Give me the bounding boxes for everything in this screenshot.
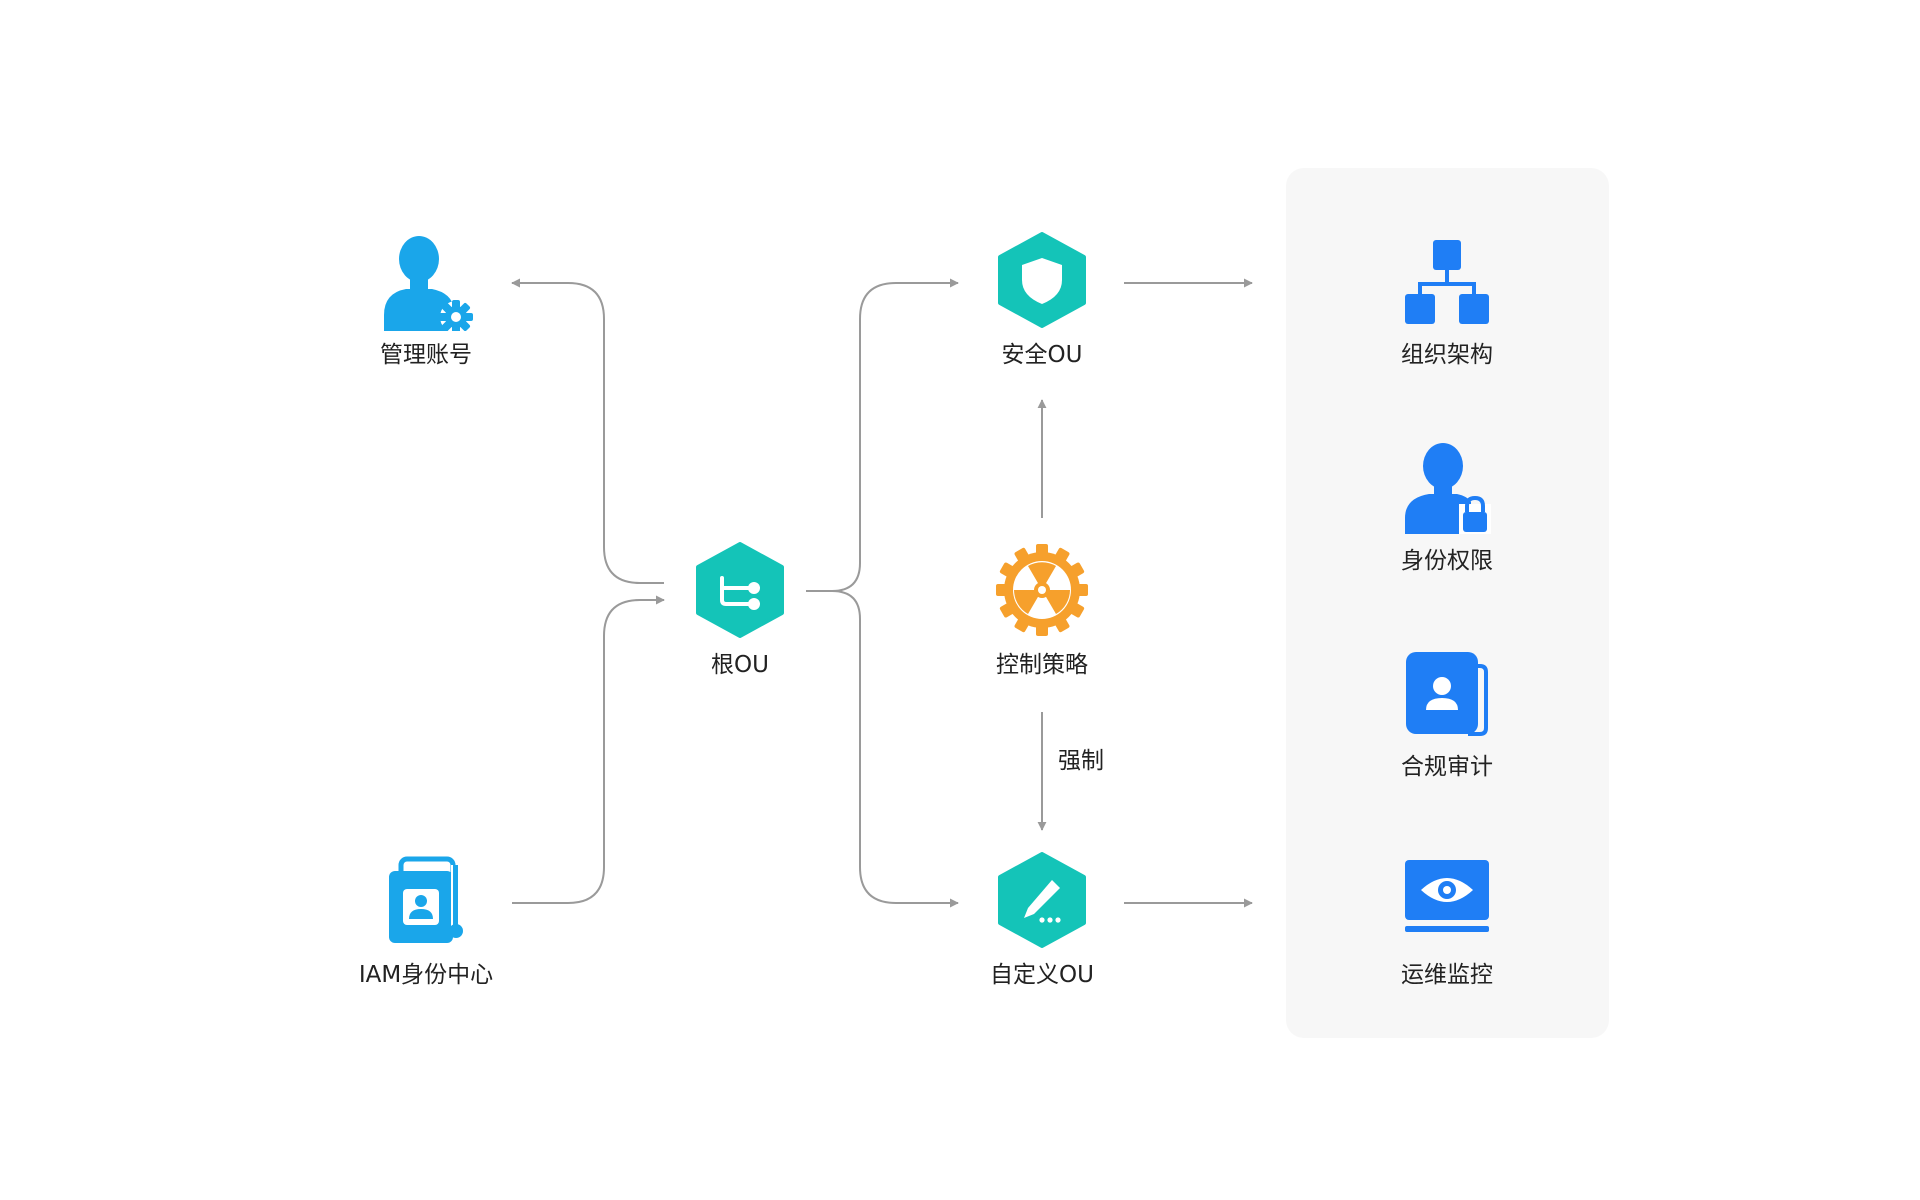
node-security-ou[interactable]: 安全OU <box>942 232 1142 377</box>
security-ou-label: 安全OU <box>1001 342 1083 368</box>
compliance-audit-label: 合规审计 <box>1401 754 1493 780</box>
identity-permission-label: 身份权限 <box>1401 548 1493 574</box>
root-ou-label: 根OU <box>711 652 769 678</box>
root-ou-branch-icon <box>696 542 784 638</box>
admin-user-icon <box>384 236 473 331</box>
node-identity-permission[interactable]: 身份权限 <box>1347 438 1547 583</box>
user-lock-icon <box>1405 443 1491 534</box>
iam-center-label: IAM身份中心 <box>358 962 494 988</box>
custom-ou-label: 自定义OU <box>990 962 1094 988</box>
node-control-policy[interactable]: 控制策略 <box>942 542 1142 687</box>
admin-account-label: 管理账号 <box>380 342 472 368</box>
org-chart-icon <box>1405 240 1489 324</box>
ops-monitoring-label: 运维监控 <box>1401 962 1493 988</box>
node-org-structure[interactable]: 组织架构 <box>1347 232 1547 377</box>
iam-directory-icon <box>389 856 463 943</box>
control-policy-label: 控制策略 <box>996 652 1088 678</box>
arrow-root-to-admin <box>511 278 664 584</box>
arrow-root-to-security <box>806 278 959 592</box>
node-admin-account[interactable]: 管理账号 <box>326 232 526 377</box>
node-custom-ou[interactable]: 自定义OU <box>942 852 1142 997</box>
pencil-icon <box>998 852 1086 948</box>
node-iam-center[interactable]: IAM身份中心 <box>326 852 526 997</box>
enforce-edge-label: 强制 <box>1058 748 1104 774</box>
shield-icon <box>998 232 1086 328</box>
arrow-iam-to-root <box>512 595 665 904</box>
contact-card-icon <box>1406 652 1488 736</box>
eye-monitor-icon <box>1405 860 1489 932</box>
node-compliance-audit[interactable]: 合规审计 <box>1347 644 1547 789</box>
node-root-ou[interactable]: 根OU <box>640 542 840 687</box>
org-structure-label: 组织架构 <box>1401 342 1493 368</box>
gear-radiation-icon <box>996 544 1088 636</box>
arrow-root-to-custom <box>806 590 959 908</box>
node-ops-monitoring[interactable]: 运维监控 <box>1347 852 1547 997</box>
